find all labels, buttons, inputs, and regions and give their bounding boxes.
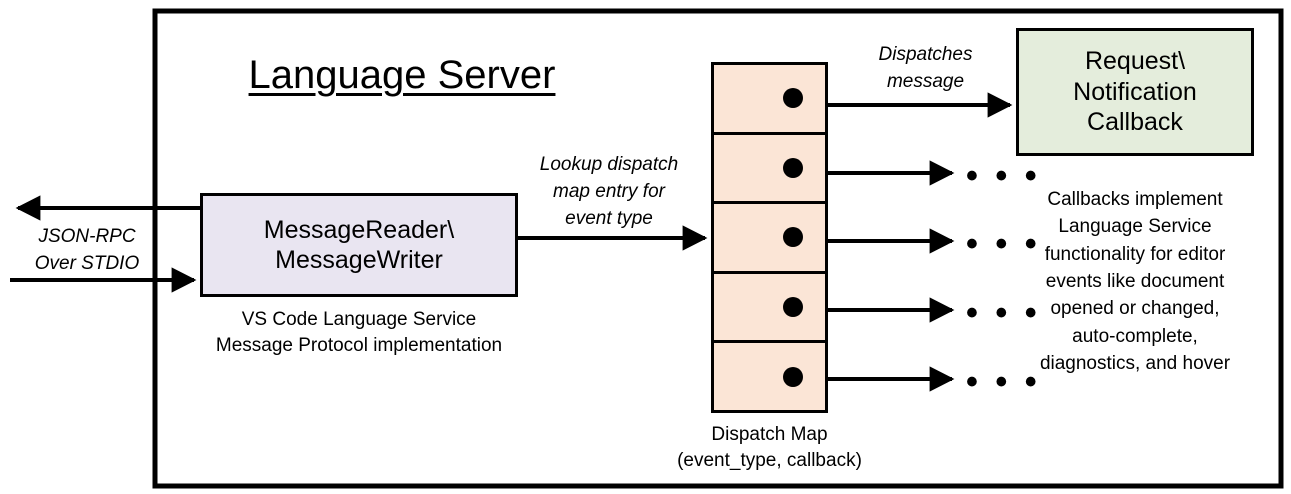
callback-pointer-dot-icon (783, 227, 803, 248)
callback-pointer-dot-icon (783, 157, 803, 178)
ellipsis-row-5: • • • (966, 363, 1041, 401)
request-notification-callback-label: Request\ Notification Callback (1073, 47, 1197, 137)
ellipsis-row-3: • • • (966, 225, 1041, 263)
ellipsis-row-2: • • • (966, 157, 1041, 195)
message-reader-writer-label: MessageReader\ MessageWriter (263, 215, 455, 275)
callback-pointer-dot-icon (783, 88, 803, 109)
callback-description-caption: Callbacks implement Language Service fun… (1039, 189, 1231, 375)
dispatch-map-row-4[interactable] (714, 274, 825, 344)
dispatch-map-row-3[interactable] (714, 204, 825, 274)
json-rpc-transport-label: JSON-RPC Over STDIO (34, 226, 140, 274)
message-reader-writer-box[interactable]: MessageReader\ MessageWriter (200, 193, 518, 297)
dispatches-message-label: Dispatches message (878, 44, 973, 92)
request-notification-callback-box[interactable]: Request\ Notification Callback (1016, 28, 1254, 156)
callback-pointer-dot-icon (783, 366, 803, 387)
callback-pointer-dot-icon (783, 297, 803, 318)
dispatch-map-row-1[interactable] (714, 65, 825, 135)
dispatch-map-row-2[interactable] (714, 135, 825, 205)
dispatch-map-caption: Dispatch Map (event_type, callback) (677, 424, 862, 471)
dispatch-map-table[interactable] (711, 62, 828, 413)
language-server-boundary (152, 8, 1284, 489)
message-reader-writer-caption: VS Code Language Service Message Protoco… (215, 309, 503, 356)
dispatch-map-row-5[interactable] (714, 343, 825, 410)
ellipsis-row-4: • • • (966, 294, 1041, 332)
lookup-dispatch-label: Lookup dispatch map entry for event type (539, 154, 679, 229)
page-title: Language Server (248, 53, 556, 97)
